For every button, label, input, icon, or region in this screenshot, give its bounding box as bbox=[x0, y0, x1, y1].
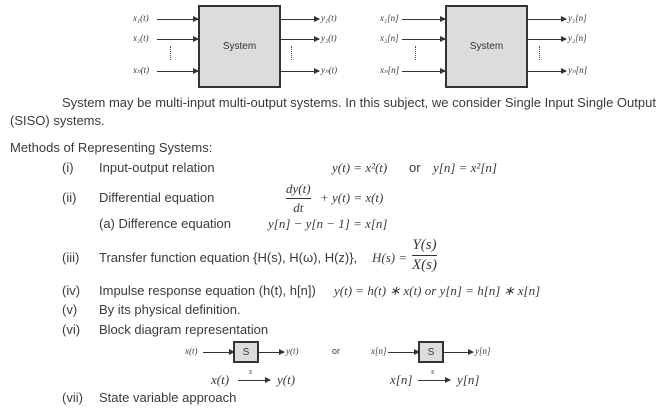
paragraph-line: (SISO) systems. bbox=[10, 113, 105, 128]
output-label: y₁(t) bbox=[321, 13, 337, 23]
input-label: x₂(t) bbox=[133, 33, 149, 43]
sub-item-label: (a) Difference equation bbox=[99, 216, 232, 231]
ellipsis-dots bbox=[291, 46, 292, 60]
input-label: xₙ(t) bbox=[133, 65, 150, 75]
fraction-bar bbox=[286, 198, 311, 199]
system-block: System bbox=[445, 5, 528, 88]
output-arrow bbox=[259, 348, 285, 356]
output-arrow bbox=[281, 67, 320, 75]
item-number: (iii) bbox=[62, 250, 80, 265]
output-label: y₂[n] bbox=[568, 33, 587, 43]
ellipsis-dots bbox=[170, 46, 171, 60]
item-label: Input-output relation bbox=[99, 160, 215, 175]
item-number: (vii) bbox=[62, 390, 83, 405]
output-arrow bbox=[281, 35, 320, 43]
output-label: yₙ(t) bbox=[321, 65, 338, 75]
item-label: Impulse response equation (h(t), h[n]) bbox=[99, 283, 316, 298]
system-block: S bbox=[233, 341, 259, 363]
equation-lhs: H(s) = bbox=[372, 250, 408, 265]
input-label: x₁[n] bbox=[380, 13, 399, 23]
input-arrow bbox=[402, 67, 446, 75]
input-label: x[n] bbox=[371, 346, 387, 356]
mapping-arrow bbox=[238, 376, 271, 384]
paragraph-line: System may be multi-input multi-output s… bbox=[62, 95, 656, 110]
input-arrow bbox=[402, 15, 446, 23]
item-label: Differential equation bbox=[99, 190, 215, 205]
fraction-numerator: dy(t) bbox=[286, 181, 311, 196]
section-heading: Methods of Representing Systems: bbox=[10, 140, 213, 155]
input-arrow bbox=[157, 67, 199, 75]
ellipsis-dots bbox=[415, 46, 416, 60]
output-arrow bbox=[528, 35, 567, 43]
or-text: or bbox=[332, 346, 341, 356]
mapping-label: s bbox=[249, 367, 253, 376]
equation: + y(t) = x(t) bbox=[320, 190, 384, 205]
item-number: (iv) bbox=[62, 283, 81, 298]
output-arrow bbox=[528, 15, 567, 23]
item-label: By its physical definition. bbox=[99, 302, 241, 317]
output-label: y(t) bbox=[286, 346, 299, 356]
mapping-output: y[n] bbox=[457, 372, 480, 387]
equation: y(t) = h(t) ∗ x(t) or y[n] = h[n] ∗ x[n] bbox=[334, 283, 541, 298]
item-number: (ii) bbox=[62, 190, 77, 205]
output-label: yₙ[n] bbox=[568, 65, 588, 75]
item-label: State variable approach bbox=[99, 390, 237, 405]
output-label: y₂(t) bbox=[321, 33, 337, 43]
mapping-arrow bbox=[418, 376, 451, 384]
system-block: System bbox=[198, 5, 281, 88]
transfer-fraction: Y(s) X(s) bbox=[412, 237, 437, 274]
input-label: xₙ[n] bbox=[380, 65, 400, 75]
item-label: Transfer function equation {H(s), H(ω), … bbox=[99, 250, 358, 265]
derivative-fraction: dy(t) dt bbox=[286, 181, 311, 216]
item-number: (i) bbox=[62, 160, 74, 175]
fraction-numerator: Y(s) bbox=[412, 237, 437, 253]
mapping-input: x[n] bbox=[390, 372, 413, 387]
equation: y[n] = x²[n] bbox=[433, 160, 497, 175]
fraction-denominator: dt bbox=[293, 200, 304, 215]
fraction-denominator: X(s) bbox=[412, 257, 437, 273]
mapping-label: s bbox=[431, 367, 435, 376]
item-number: (vi) bbox=[62, 322, 81, 337]
input-arrow bbox=[203, 348, 235, 356]
output-label: y[n] bbox=[475, 346, 491, 356]
input-arrow bbox=[402, 35, 446, 43]
output-arrow bbox=[528, 67, 567, 75]
output-arrow bbox=[281, 15, 320, 23]
input-label: x₂[n] bbox=[380, 33, 399, 43]
output-arrow bbox=[444, 348, 474, 356]
item-number: (v) bbox=[62, 302, 78, 317]
or-text: or bbox=[409, 160, 421, 175]
input-label: x₁(t) bbox=[133, 13, 149, 23]
ellipsis-dots bbox=[539, 46, 540, 60]
fraction-bar bbox=[412, 255, 437, 256]
output-label: y₁[n] bbox=[568, 13, 587, 23]
equation: y[n] − y[n − 1] = x[n] bbox=[268, 216, 388, 231]
item-label: Block diagram representation bbox=[99, 322, 269, 337]
system-block: S bbox=[418, 341, 444, 363]
input-label: x(t) bbox=[185, 346, 198, 356]
equation: y(t) = x²(t) bbox=[332, 160, 388, 175]
input-arrow bbox=[388, 348, 420, 356]
input-arrow bbox=[157, 15, 199, 23]
mapping-output: y(t) bbox=[277, 372, 296, 387]
input-arrow bbox=[157, 35, 199, 43]
mapping-input: x(t) bbox=[211, 372, 230, 387]
